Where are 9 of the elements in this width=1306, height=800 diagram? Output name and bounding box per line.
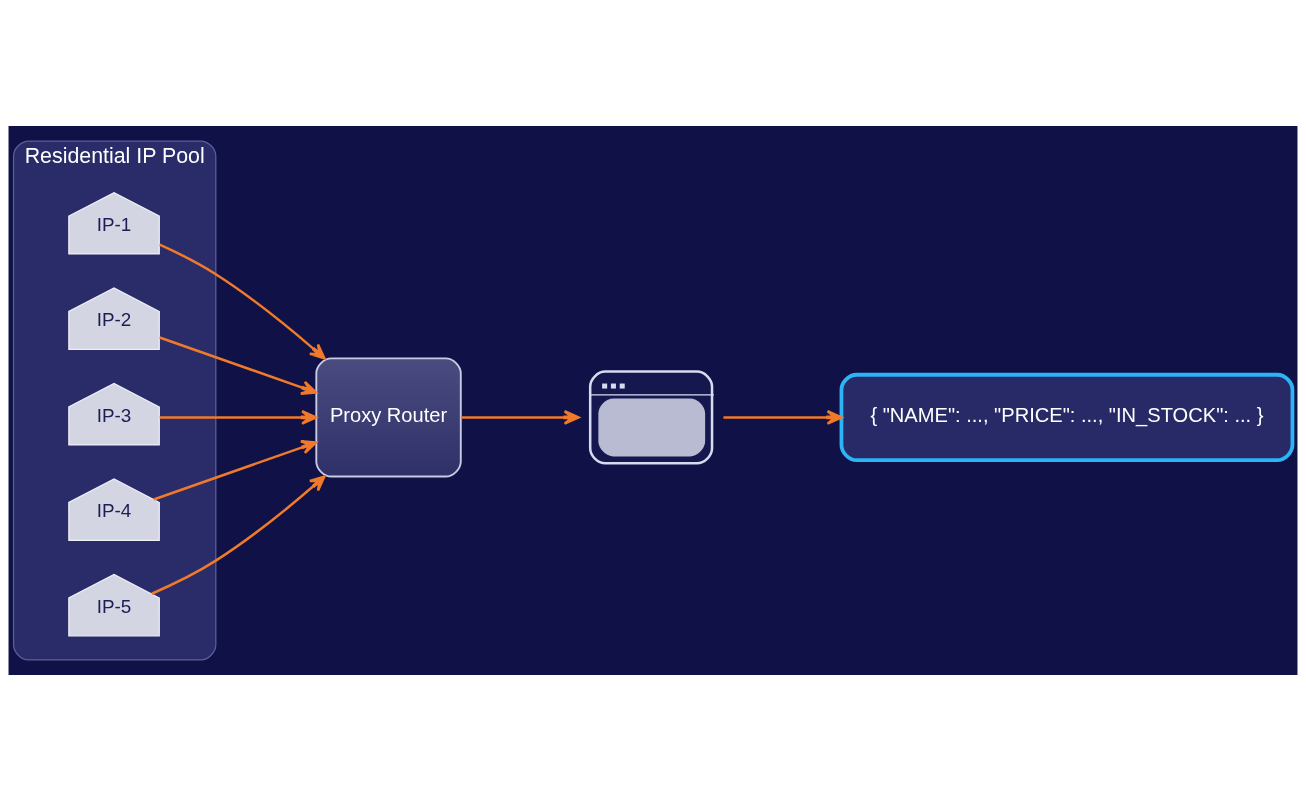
arrow: [159, 409, 318, 425]
arrow: [159, 335, 318, 395]
arrow: [151, 474, 326, 595]
arrow: [159, 243, 326, 360]
arrow: [153, 439, 318, 501]
node-box: Proxy Router: [315, 356, 462, 477]
arrow: [723, 409, 843, 425]
node-box: { "NAME": ..., "PRICE": ..., "IN_STOCK": ... }: [839, 372, 1295, 462]
arrow: [460, 409, 580, 425]
